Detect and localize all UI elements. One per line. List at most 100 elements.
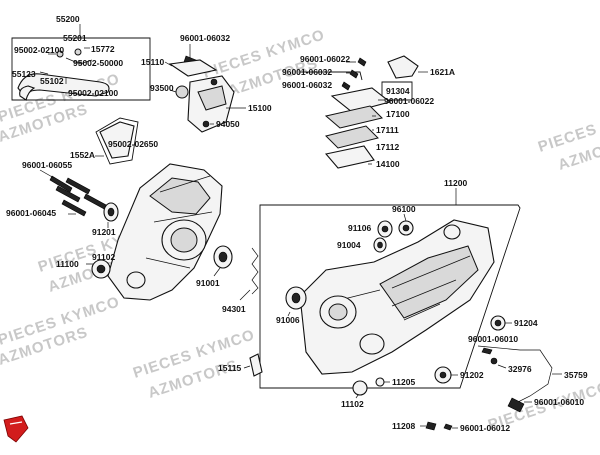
label-95002-50000: 95002-50000: [73, 58, 123, 68]
seal-91204: [490, 315, 512, 331]
brand-shield-logo: [3, 415, 29, 443]
label-96001-06022b: 96001-06022: [384, 96, 434, 106]
label-17112: 17112: [376, 142, 399, 152]
bolt-3: [65, 177, 91, 195]
spring-link: [65, 57, 93, 65]
crankcase-right-frame: [259, 204, 521, 389]
bearing-91201-inner: [107, 207, 115, 217]
pin-11205: [375, 377, 390, 387]
seal-96100: [398, 213, 414, 236]
spring-hook-right: [74, 48, 82, 56]
box-91304: [381, 81, 413, 101]
label-91102: 91102: [92, 252, 115, 262]
bearing-91004-inner: [377, 241, 383, 249]
label-17100: 17100: [386, 109, 410, 119]
label-91304: 91304: [386, 86, 410, 96]
bearing-91106: [377, 220, 393, 238]
label-91106: 91106: [348, 223, 371, 233]
bolt-96001-06032c: [341, 81, 351, 91]
stand-foot: [19, 85, 36, 101]
label-17111: 17111: [376, 125, 399, 135]
bearing-91106-inner: [381, 225, 389, 233]
bearing-91201: [103, 202, 119, 228]
label-55102: 55102: [40, 76, 64, 86]
bearing-91004: [373, 237, 387, 253]
reed-group-frame-top: [300, 71, 363, 81]
bushing-11102: [352, 380, 368, 399]
leader-91001: [213, 267, 221, 277]
pin-94301: [239, 247, 259, 301]
bracket-55200-group: [11, 24, 151, 101]
label-96001-06032c: 96001-06032: [282, 80, 332, 90]
bolt-96001-06022a: [357, 57, 367, 67]
shield-logo-mark: [9, 421, 23, 425]
seal-96100-inner: [402, 224, 410, 232]
part-15115-body: [249, 353, 263, 377]
leader-55123: [39, 71, 49, 75]
plug-94050: [202, 120, 210, 128]
bolt-2: [55, 185, 81, 203]
label-55201: 55201: [63, 33, 87, 43]
label-91201: 91201: [92, 227, 116, 237]
label-91001: 91001: [196, 278, 220, 288]
bracket-group-frame: [11, 37, 151, 101]
crankcase-right-11200-group: [259, 188, 521, 389]
label-15110: 15110: [141, 57, 164, 67]
label-11200: 11200: [444, 178, 467, 188]
label-96001-06010b: 96001-06010: [534, 397, 584, 407]
label-15772: 15772: [91, 44, 115, 54]
label-96001-06012: 96001-06012: [460, 423, 510, 433]
bolt-4: [61, 199, 87, 217]
label-96001-06022a: 96001-06022: [300, 54, 350, 64]
housing-15100-nipple: [210, 78, 218, 86]
label-32976: 32976: [508, 364, 532, 374]
bearing-91001: [213, 245, 233, 277]
leaders-reed-stack: [368, 99, 384, 165]
part-11208-body: [425, 421, 437, 431]
bolt-96001-06012: [443, 423, 453, 431]
crankcase-right-lower-boss: [359, 333, 385, 355]
label-91202: 91202: [460, 370, 484, 380]
gasket-ring: [99, 121, 135, 159]
leaders-top-bolts: [342, 61, 356, 86]
cable-35759-group: [477, 345, 562, 413]
seal-91204-inner: [494, 319, 502, 327]
shield-logo-shape: [3, 415, 29, 443]
leader-15115: [243, 365, 251, 369]
seal-91202-inner: [439, 371, 447, 379]
label-96001-06032b: 96001-06032: [282, 67, 332, 77]
intake-1621A: [387, 55, 419, 79]
bearing-91001-inner: [218, 251, 228, 263]
cable-35759-end: [507, 397, 525, 413]
bolt-96001-06010a: [481, 347, 493, 355]
bearing-91006-inner: [291, 292, 301, 304]
label-95002-02650: 95002-02650: [108, 139, 158, 149]
label-94050: 94050: [216, 119, 240, 129]
label-95002-02100b: 95002-02100: [68, 88, 118, 98]
label-11208: 11208: [392, 421, 415, 431]
label-93500: 93500: [150, 83, 174, 93]
crankcase-right-bore-inner: [328, 303, 348, 321]
spring-hook-left: [56, 50, 64, 58]
label-55200: 55200: [56, 14, 80, 24]
label-1621A: 1621A: [430, 67, 455, 77]
clip-32976: [490, 357, 498, 365]
label-96001-06045: 96001-06045: [6, 208, 56, 218]
crankcase-left-11100: [86, 163, 223, 301]
leader-93500: [169, 89, 177, 93]
bolt-96001-06032b: [349, 69, 359, 79]
crankcase-right-top-boss: [443, 224, 461, 240]
crankcase-left-detail-lines: [145, 175, 213, 269]
leader-11102: [355, 394, 359, 399]
leader-96100: [403, 213, 407, 222]
label-91204: 91204: [514, 318, 538, 328]
reed-plate-17112: [325, 125, 379, 149]
bearing-91102-inner: [96, 264, 106, 274]
bolt-set-left: [39, 169, 109, 217]
label-96001-06055: 96001-06055: [22, 160, 72, 170]
crankcase-right-webbing: [379, 245, 479, 319]
reed-valve-17100-group: [300, 55, 428, 169]
bracket-15110: [168, 59, 218, 77]
crankcase-left-bore-inner: [170, 227, 198, 253]
